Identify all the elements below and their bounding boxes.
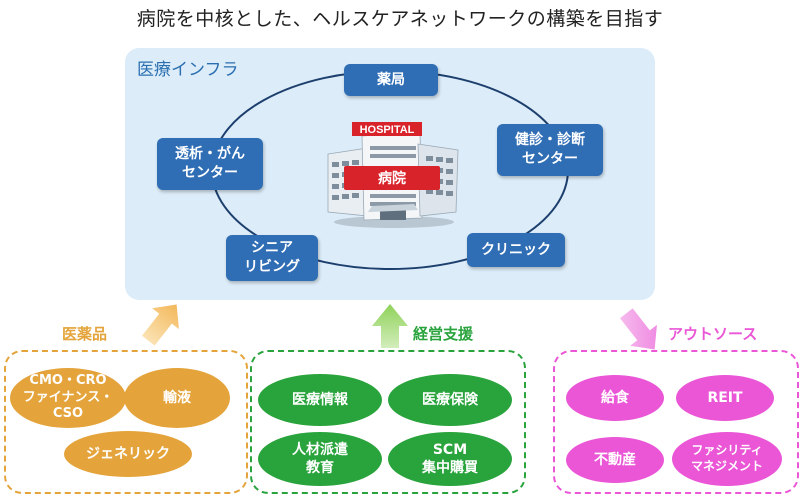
reit-node: REIT	[676, 375, 774, 421]
generic-drug-node: ジェネリック	[64, 431, 192, 477]
facility-management-node: ファシリティ マネジメント	[672, 432, 782, 486]
real-estate-node: 不動産	[566, 437, 664, 483]
senior-living-node: シニア リビング	[226, 235, 318, 281]
cmo-cro-node: CMO・CRO ファイナンス・CSO	[10, 368, 126, 428]
hospital-building-icon: HOSPITAL 病院	[327, 122, 459, 228]
pharmacy-node: 薬局	[344, 64, 438, 96]
hospital-label: 病院	[378, 170, 406, 187]
infusion-node: 輸液	[124, 368, 230, 428]
medical-infra-label: 医療インフラ	[137, 60, 239, 80]
pharma-group	[4, 350, 248, 494]
pharma-label: 医薬品	[62, 325, 108, 343]
staffing-education-node: 人材派遣 教育	[258, 432, 382, 486]
checkup-center-node: 健診・診断 センター	[497, 124, 603, 176]
catering-node: 給食	[566, 375, 664, 421]
dialysis-cancer-center-node: 透析・がん センター	[157, 138, 263, 190]
outsource-group	[553, 350, 799, 494]
pharma-arrow	[142, 304, 179, 346]
scm-procurement-node: SCM 集中購買	[388, 432, 512, 486]
management-label: 経営支援	[413, 325, 474, 343]
medical-info-node: 医療情報	[258, 374, 382, 426]
page-title: 病院を中核とした、ヘルスケアネットワークの構築を目指す	[136, 8, 664, 30]
outsource-arrow	[620, 308, 657, 350]
management-group	[250, 350, 526, 494]
medical-insurance-node: 医療保険	[388, 374, 512, 426]
hospital-sign-text: HOSPITAL	[360, 124, 415, 136]
management-arrow	[372, 304, 408, 348]
clinic-node: クリニック	[467, 233, 565, 267]
outsource-label: アウトソース	[668, 325, 758, 343]
